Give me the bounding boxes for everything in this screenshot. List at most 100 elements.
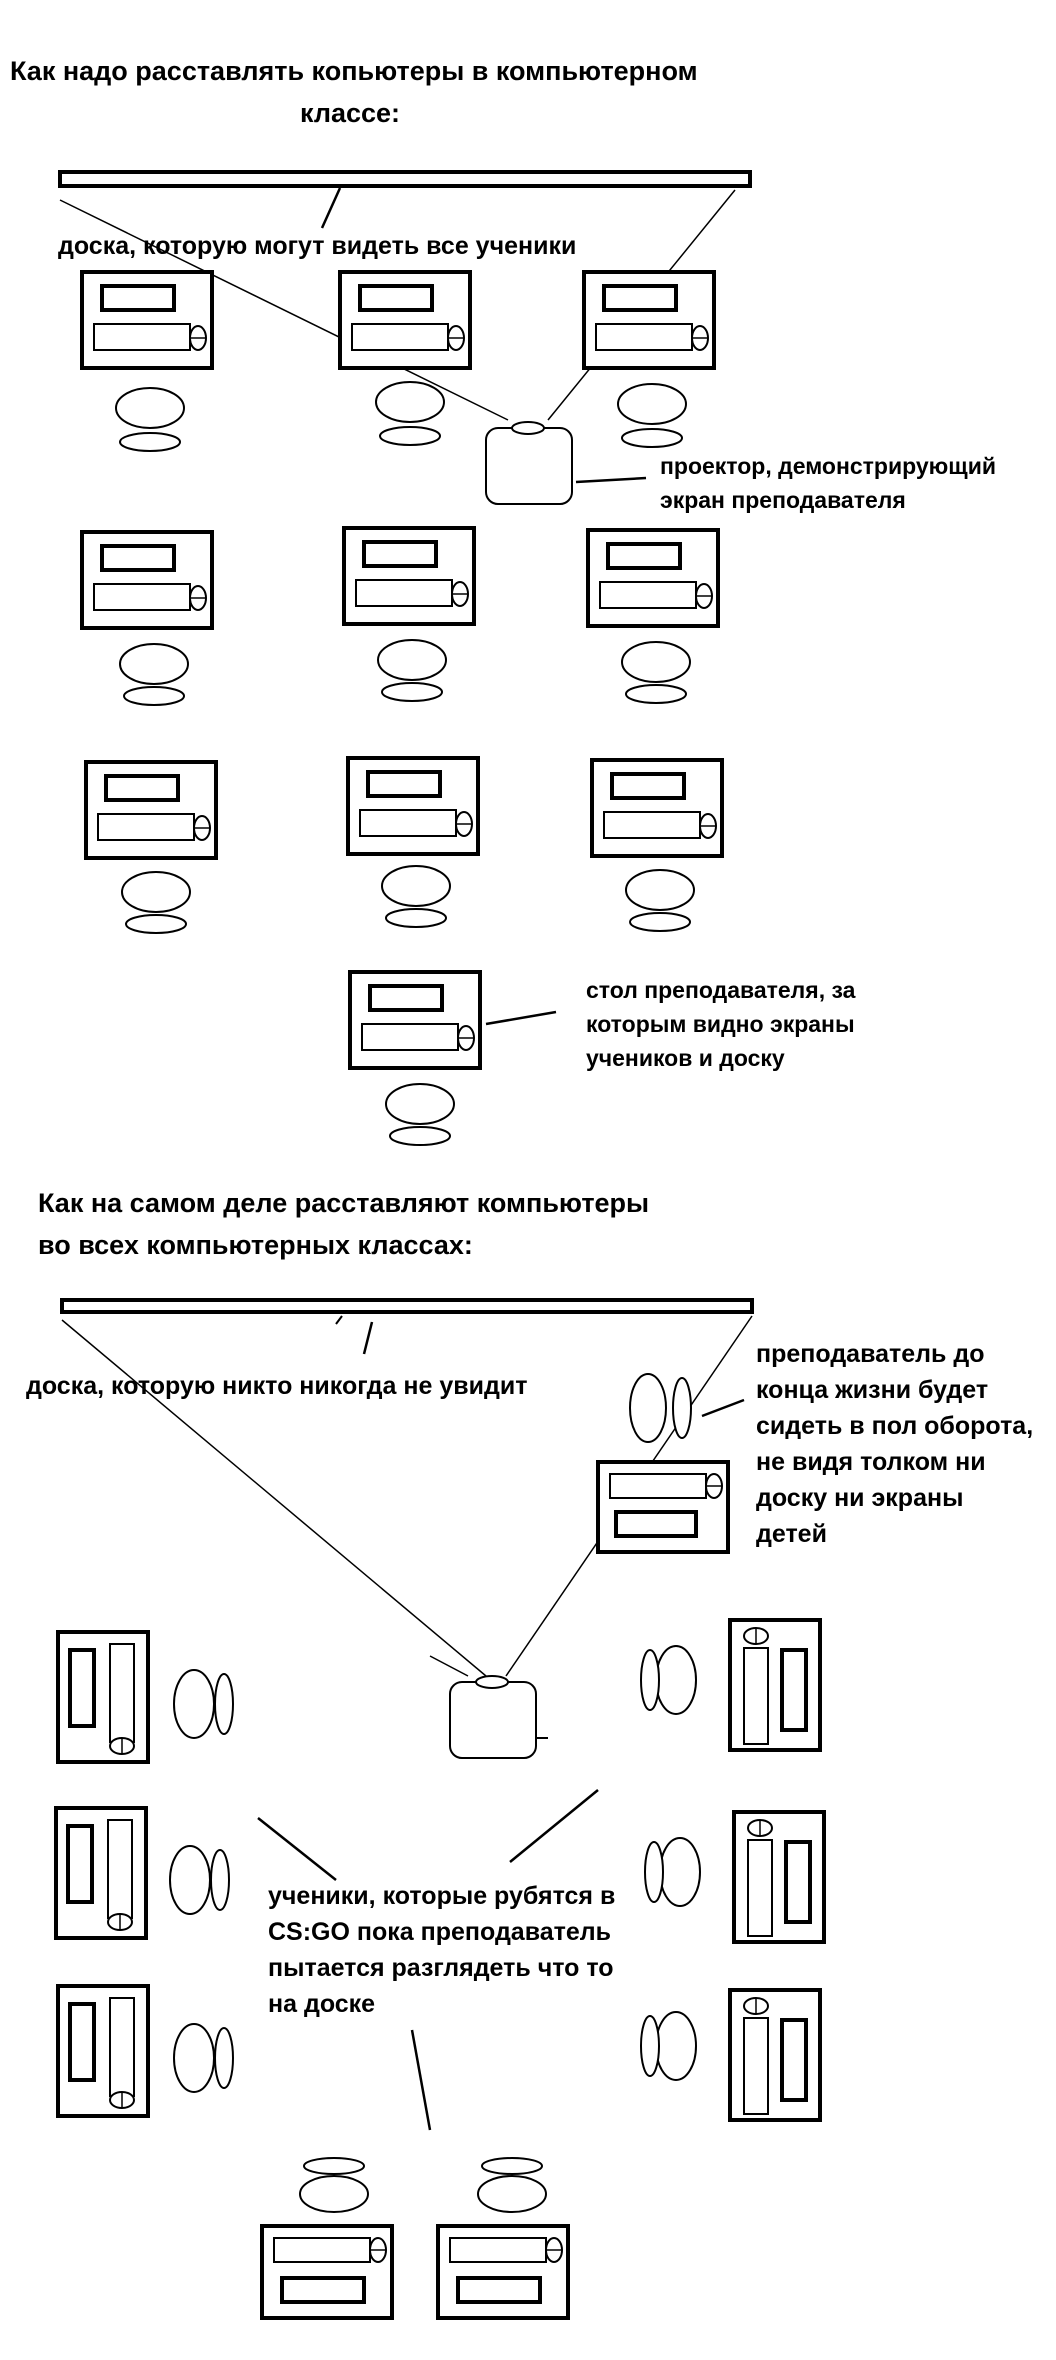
teacher-label-line-4: не видя толком ни <box>756 1448 986 1476</box>
ideal-whiteboard-icon <box>58 170 752 188</box>
reality-heading-line-2: во всех компьютерных классах: <box>38 1230 473 1260</box>
keyboard-icon <box>273 2237 371 2263</box>
teacher-desk-label-line-2: которым видно экраны <box>586 1011 855 1037</box>
students-label-line-1: ученики, которые рубятся в <box>268 1882 615 1910</box>
monitor-icon <box>362 540 438 568</box>
student-desk <box>80 530 214 630</box>
keyboard-icon <box>747 1839 773 1937</box>
student-desk <box>84 760 218 860</box>
monitor-icon <box>358 284 434 312</box>
student-desk <box>338 270 472 370</box>
student-desk <box>54 1806 148 1940</box>
monitor-icon <box>104 774 180 802</box>
chair-icon <box>173 1669 234 1739</box>
monitor-icon <box>66 1824 94 1904</box>
chair-icon <box>640 2011 697 2081</box>
chair-icon <box>381 865 451 928</box>
keyboard-icon <box>351 323 449 351</box>
student-desk <box>342 526 476 626</box>
student-desk <box>56 1984 150 2118</box>
students-pointer-right <box>509 1789 599 1863</box>
monitor-icon <box>100 284 176 312</box>
keyboard-icon <box>107 1819 133 1919</box>
projector-pointer <box>575 476 647 484</box>
monitor-icon <box>68 2002 96 2082</box>
monitor-icon <box>780 2018 808 2102</box>
chair-icon <box>299 2157 369 2213</box>
teacher-pointer <box>701 1398 745 1418</box>
students-pointer-left <box>257 1817 337 1881</box>
monitor-icon <box>456 2276 542 2304</box>
keyboard-icon <box>93 323 191 351</box>
keyboard-icon <box>93 583 191 611</box>
keyboard-icon <box>109 1997 135 2097</box>
chair-icon <box>173 2023 234 2093</box>
students-label-line-3: пытается разглядеть что то <box>268 1954 614 1982</box>
chair-icon <box>477 2157 547 2213</box>
keyboard-icon <box>595 323 693 351</box>
projector-label-line-2: экран преподавателя <box>660 487 906 513</box>
reality-board-pointer <box>362 1321 374 1355</box>
keyboard-icon <box>599 581 697 609</box>
monitor-icon <box>614 1510 698 1538</box>
keyboard-icon <box>743 1647 769 1745</box>
chair-icon <box>121 871 191 934</box>
reality-board-label: доска, которую никто никогда не увидит <box>26 1372 527 1400</box>
chair-icon <box>119 643 189 706</box>
ideal-heading-line-1: Как надо расставлять копьютеры в компьют… <box>10 56 698 86</box>
teacher-desk <box>596 1460 730 1554</box>
teacher-label-line-6: детей <box>756 1520 827 1548</box>
monitor-icon <box>602 284 678 312</box>
student-desk <box>728 1988 822 2122</box>
student-desk <box>436 2224 570 2320</box>
ideal-board-label: доска, которую могут видеть все ученики <box>58 232 576 260</box>
teacher-desk <box>348 970 482 1070</box>
teacher-desk-label-line-1: стол преподавателя, за <box>586 977 856 1003</box>
chair-icon <box>644 1837 701 1907</box>
student-desk <box>728 1618 822 1752</box>
student-desk <box>732 1810 826 1944</box>
monitor-icon <box>610 772 686 800</box>
keyboard-icon <box>743 2017 769 2115</box>
teacher-label-line-1: преподаватель до <box>756 1340 985 1368</box>
ideal-projection-beam-left <box>59 199 509 421</box>
monitor-icon <box>366 770 442 798</box>
teacher-label-line-5: доску ни экраны <box>756 1484 963 1512</box>
chair-icon <box>169 1845 230 1915</box>
ideal-classroom-section: Как надо расставлять копьютеры в компьют… <box>10 56 996 1146</box>
keyboard-icon <box>609 1473 707 1499</box>
reality-heading-line-1: Как на самом деле расставляют компьютеры <box>38 1188 649 1218</box>
student-desk <box>346 756 480 856</box>
reality-projection-beam-left <box>61 1319 487 1677</box>
chair-icon <box>617 383 687 448</box>
projector-label-line-1: проектор, демонстрирующий <box>660 453 996 479</box>
chair-icon <box>640 1645 697 1715</box>
keyboard-icon <box>109 1643 135 1743</box>
teacher-desk-label-line-3: учеников и доску <box>586 1045 785 1071</box>
projector-icon <box>485 421 573 505</box>
board-tick-mark <box>335 1315 343 1325</box>
chair-icon <box>375 381 445 446</box>
teacher-label-line-3: сидеть в пол оборота, <box>756 1412 1033 1440</box>
monitor-icon <box>784 1840 812 1924</box>
student-desk <box>586 528 720 628</box>
students-label-line-2: CS:GO пока преподаватель <box>268 1918 611 1946</box>
chair-icon <box>621 641 691 704</box>
ideal-board-pointer <box>320 187 342 229</box>
student-desk <box>80 270 214 370</box>
teacher-desk-pointer <box>485 1010 557 1026</box>
keyboard-icon <box>603 811 701 839</box>
ideal-heading-line-2: классе: <box>300 98 400 128</box>
teacher-chair-icon <box>385 1083 455 1146</box>
monitor-icon <box>780 1648 808 1732</box>
student-desk <box>56 1630 150 1764</box>
reality-whiteboard-icon <box>60 1298 754 1314</box>
chair-icon <box>115 387 185 452</box>
keyboard-icon <box>97 813 195 841</box>
student-desk <box>260 2224 394 2320</box>
students-pointer-bottom <box>410 2029 432 2131</box>
reality-classroom-section: Как на самом деле расставляют компьютеры… <box>26 1188 1033 2320</box>
monitor-icon <box>606 542 682 570</box>
chair-icon <box>625 869 695 932</box>
